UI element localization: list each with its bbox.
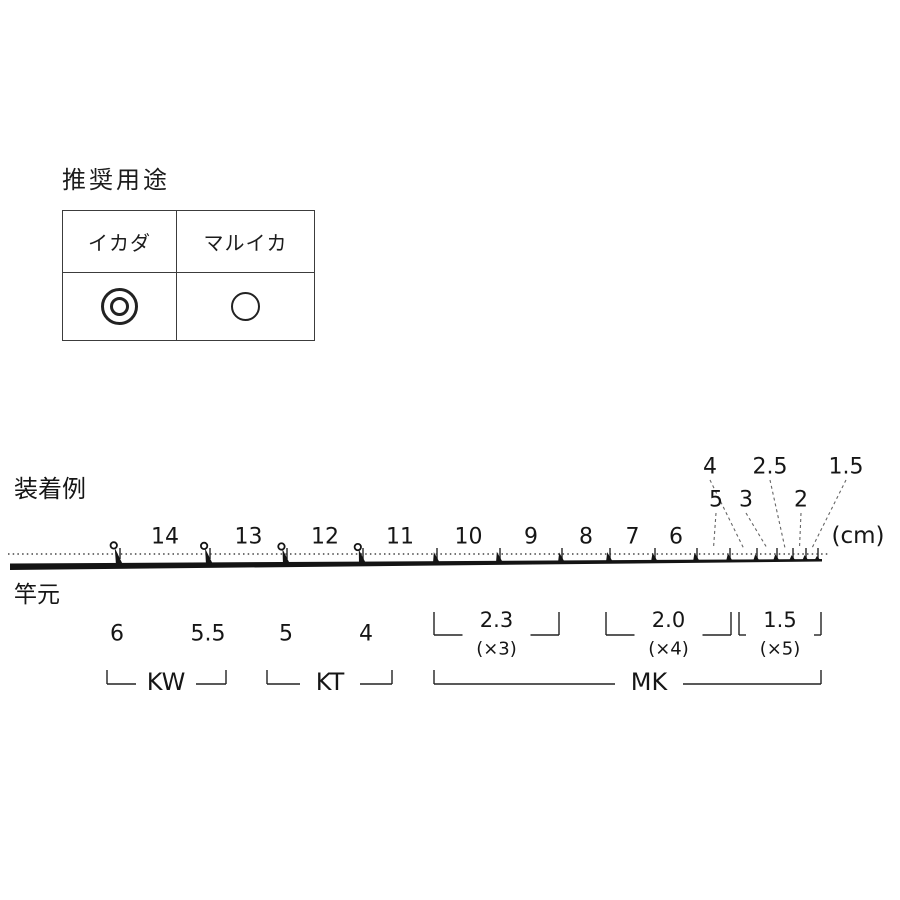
callout-leader-line xyxy=(712,512,717,549)
usage-table-header-row: イカダ マルイカ xyxy=(62,210,315,273)
rod-guide xyxy=(693,552,700,562)
rod-guide xyxy=(433,552,440,564)
guide-ring xyxy=(353,542,362,552)
guide-ring xyxy=(200,541,209,550)
callout-leader-line xyxy=(709,479,744,549)
rod-guide xyxy=(726,553,733,562)
rod-guide xyxy=(753,554,760,562)
rod-guide xyxy=(358,549,366,564)
callout-leader-line xyxy=(798,512,802,549)
callout-leader-line xyxy=(745,512,768,549)
rod-guide xyxy=(558,552,565,563)
guide-ring xyxy=(109,541,118,550)
callout-leader-line xyxy=(769,479,786,549)
callout-leader-line xyxy=(811,479,847,549)
usage-table-rating-row xyxy=(62,272,315,341)
rod-guide xyxy=(114,547,123,565)
guide-ring xyxy=(277,542,286,551)
circle-icon xyxy=(231,292,260,321)
double-circle-icon xyxy=(101,288,138,325)
rating-ikada-cell xyxy=(62,272,177,341)
usage-col-ikada: イカダ xyxy=(62,210,177,273)
rod-blank xyxy=(10,559,822,570)
rod-guide xyxy=(773,554,780,562)
double-circle-inner xyxy=(110,297,129,316)
usage-col-maruika: マルイカ xyxy=(176,210,315,273)
rod-guide xyxy=(651,552,658,562)
rating-maruika-cell xyxy=(176,272,315,341)
rod-guide xyxy=(496,551,503,563)
rod-guide xyxy=(205,548,213,565)
usage-section-title: 推奨用途 xyxy=(62,166,170,194)
rod-guide xyxy=(789,555,796,562)
rod-guide xyxy=(606,552,613,563)
rod-guide xyxy=(814,556,821,562)
rod-guide xyxy=(282,548,290,564)
usage-table: イカダ マルイカ xyxy=(62,210,315,341)
rod-guide xyxy=(802,555,809,562)
